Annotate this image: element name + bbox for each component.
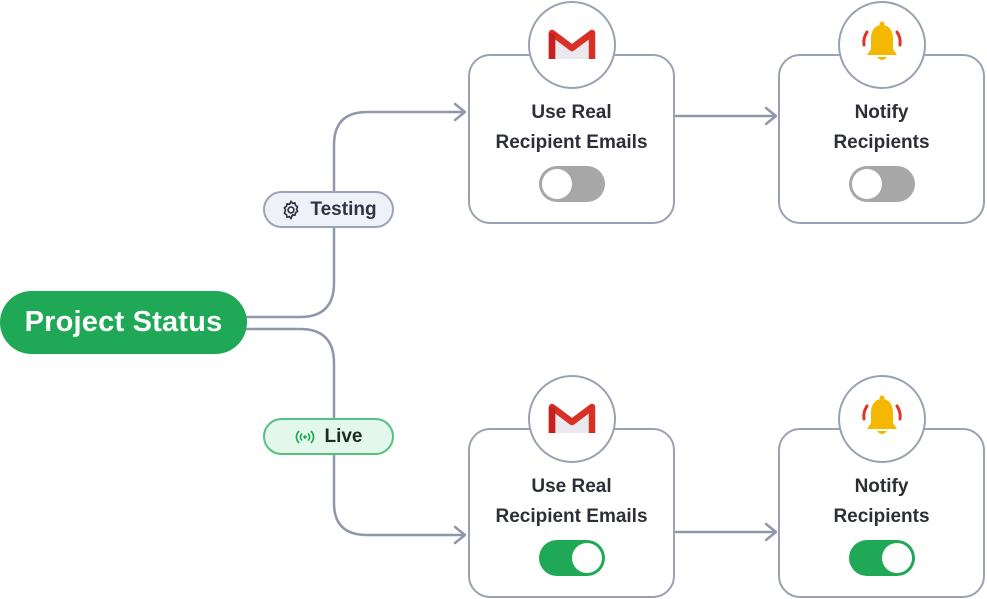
card-title-line2: Recipients bbox=[833, 506, 930, 527]
gmail-icon bbox=[548, 399, 596, 440]
bell-badge bbox=[838, 1, 926, 89]
toggle-knob bbox=[572, 543, 602, 573]
bell-badge bbox=[838, 375, 926, 463]
toggle-knob bbox=[542, 169, 572, 199]
arrowhead-live-1 bbox=[453, 525, 467, 545]
card-title-line1: Use Real bbox=[531, 102, 612, 123]
card-title-line2: Recipient Emails bbox=[495, 132, 648, 153]
card-title-line1: Use Real bbox=[531, 476, 612, 497]
arrowhead-live-2 bbox=[764, 522, 778, 542]
bell-icon bbox=[857, 18, 907, 73]
card-title-line2: Recipients bbox=[833, 132, 930, 153]
branch-live-pill[interactable]: Live bbox=[263, 418, 394, 455]
live-use-real-emails-toggle[interactable] bbox=[539, 540, 605, 576]
bell-icon bbox=[857, 392, 907, 447]
live-notify-recipients-card: Notify Recipients bbox=[778, 428, 985, 598]
live-notify-recipients-toggle[interactable] bbox=[849, 540, 915, 576]
arrowhead-testing-2 bbox=[764, 106, 778, 126]
arrowhead-testing-1 bbox=[453, 102, 467, 122]
toggle-knob bbox=[882, 543, 912, 573]
gmail-badge bbox=[528, 1, 616, 89]
gmail-icon bbox=[548, 25, 596, 66]
toggle-knob bbox=[852, 169, 882, 199]
branch-testing-pill[interactable]: Testing bbox=[263, 191, 394, 228]
project-status-pill[interactable]: Project Status bbox=[0, 291, 247, 354]
branch-testing-label: Testing bbox=[310, 198, 377, 220]
card-title-line2: Recipient Emails bbox=[495, 506, 648, 527]
broadcast-icon bbox=[294, 426, 316, 448]
card-title-line1: Notify bbox=[854, 102, 909, 123]
gmail-badge bbox=[528, 375, 616, 463]
project-status-label: Project Status bbox=[24, 306, 223, 338]
card-title-line1: Notify bbox=[854, 476, 909, 497]
gear-icon bbox=[280, 199, 302, 221]
testing-notify-recipients-toggle[interactable] bbox=[849, 166, 915, 202]
testing-use-real-emails-toggle[interactable] bbox=[539, 166, 605, 202]
branch-live-label: Live bbox=[324, 425, 363, 447]
